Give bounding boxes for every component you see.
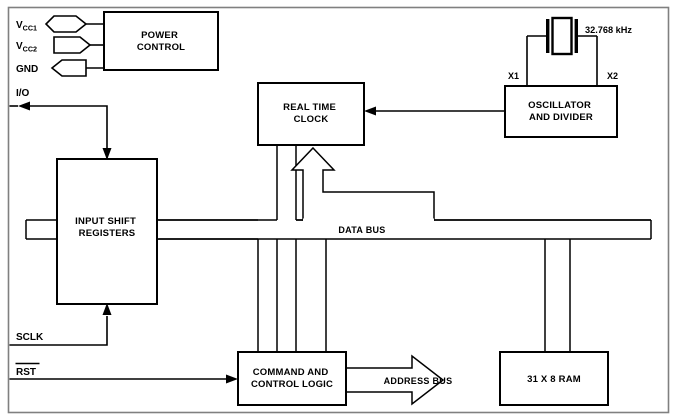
pin-shape-gnd (50, 59, 87, 77)
diagram-frame (7, 6, 670, 414)
crystal-plate-left (546, 19, 550, 53)
label-address-bus: ADDRESS BUS (384, 376, 453, 386)
wire-sclk (9, 316, 108, 346)
rtc-write-block-arrow (290, 146, 435, 221)
label-power-control: POWER CONTROL (137, 30, 185, 53)
pin-label-vcc2: VCC2 (16, 41, 37, 54)
crystal-body (551, 16, 573, 56)
label-command-and-control-logic: COMMAND AND CONTROL LOGIC (251, 367, 333, 390)
block-input-shift-registers[interactable] (56, 158, 158, 305)
block-31x8-ram[interactable] (499, 351, 609, 406)
label-31x8-ram: 31 X 8 RAM (527, 374, 581, 385)
label-oscillator-and-divider: OSCILLATOR AND DIVIDER (528, 100, 594, 123)
pin-label-vcc1: VCC1 (16, 20, 37, 33)
pin-shape-vcc2 (53, 36, 92, 54)
crystal-frequency-label: 32.768 kHz (585, 25, 632, 35)
block-real-time-clock[interactable] (257, 82, 365, 146)
block-command-and-control-logic[interactable] (237, 351, 347, 406)
label-real-time-clock: REAL TIME CLOCK (283, 102, 339, 125)
io-arrow-head (18, 101, 30, 111)
rtc-clock-arrow-head (364, 106, 376, 116)
label-data-bus: DATA BUS (338, 225, 385, 235)
block-oscillator-and-divider[interactable] (504, 85, 618, 138)
label-x2: X2 (607, 71, 618, 81)
sclk-arrow-head (102, 303, 112, 315)
pin-label-io: I/O (16, 88, 30, 99)
pin-label-sclk: SCLK (16, 332, 44, 343)
rst-arrow-head (226, 374, 238, 384)
wire-io (26, 105, 108, 159)
isr-input-arrow-head (102, 148, 112, 160)
crystal-plate-right (574, 19, 578, 53)
pin-label-rst: RST (16, 367, 36, 378)
label-input-shift-registers: INPUT SHIFT REGISTERS (75, 216, 139, 239)
block-power-control[interactable] (103, 11, 219, 71)
pin-label-gnd: GND (16, 64, 38, 75)
label-x1: X1 (508, 71, 519, 81)
pin-shape-vcc1 (44, 15, 88, 33)
